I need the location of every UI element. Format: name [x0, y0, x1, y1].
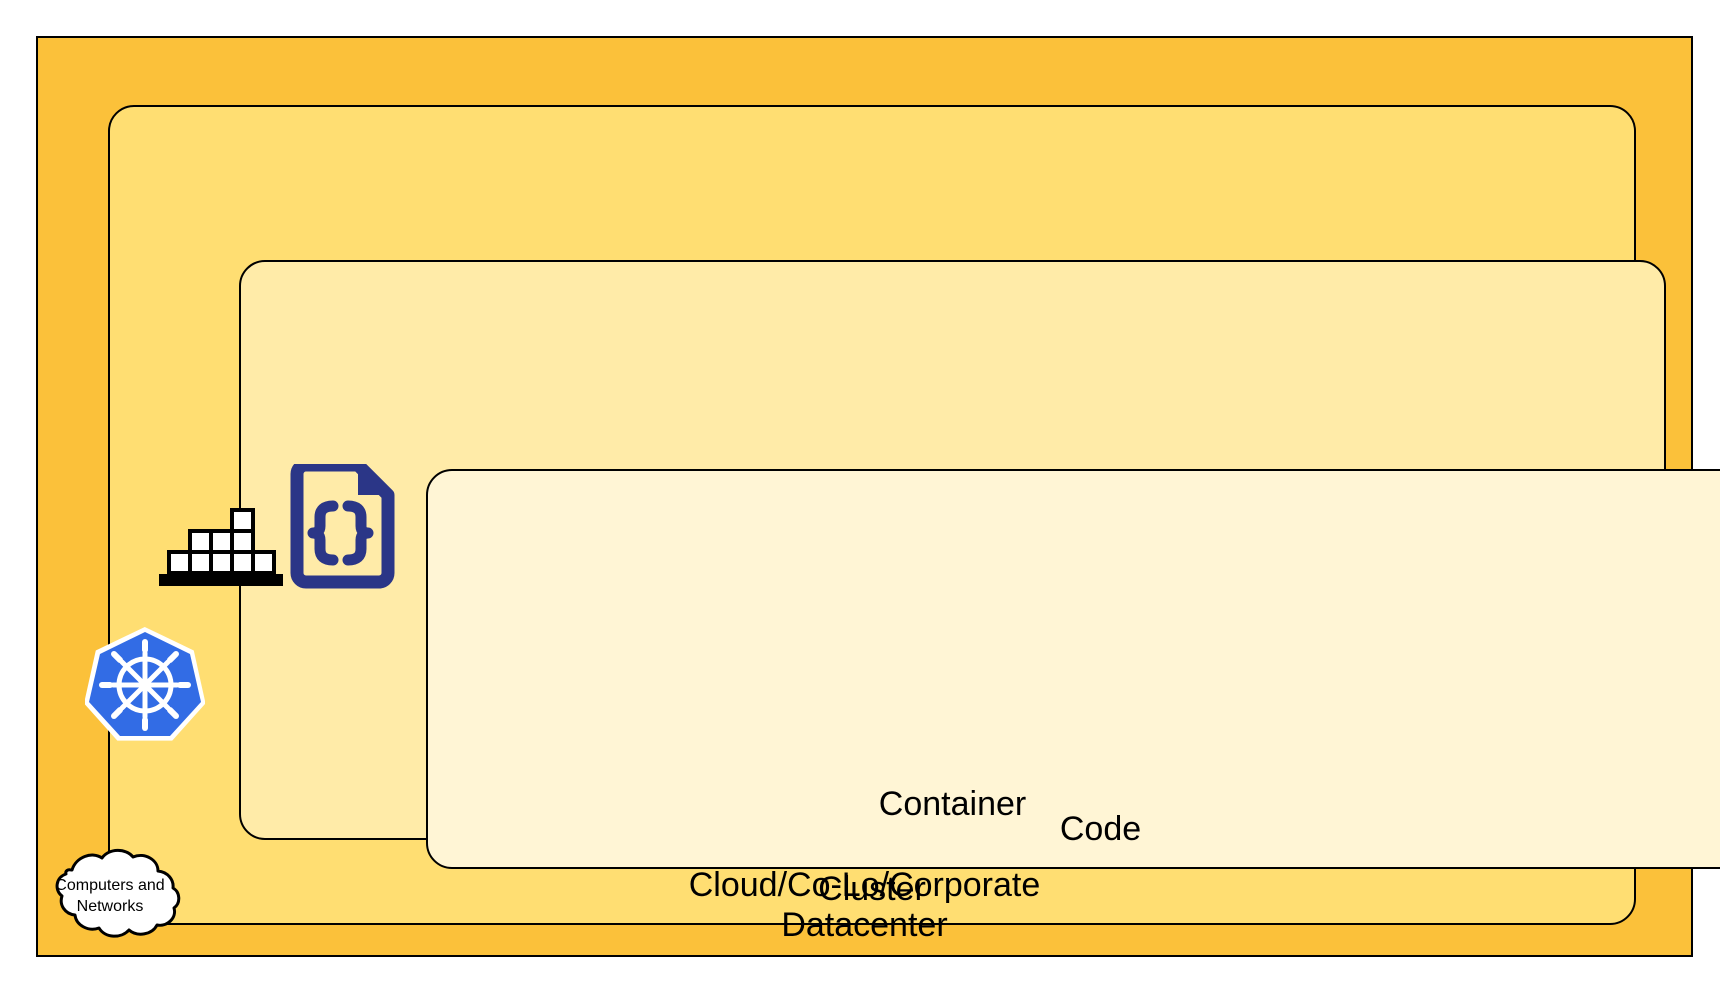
code-file-icon	[284, 458, 396, 592]
layer-label-cluster: Cluster	[818, 870, 926, 908]
layer-datacenter[interactable]: Code Container	[36, 36, 1720, 957]
computers-and-networks-cloud-icon[interactable]: Computers and Networks	[36, 848, 184, 944]
layer-code[interactable]: Code	[426, 469, 1720, 869]
kubernetes-icon	[84, 624, 206, 744]
container-stack-icon	[155, 502, 287, 588]
layer-container[interactable]: Code Container	[239, 260, 1720, 869]
layer-label-code: Code	[1059, 810, 1142, 848]
layer-cluster[interactable]: Code Container	[108, 105, 1720, 925]
